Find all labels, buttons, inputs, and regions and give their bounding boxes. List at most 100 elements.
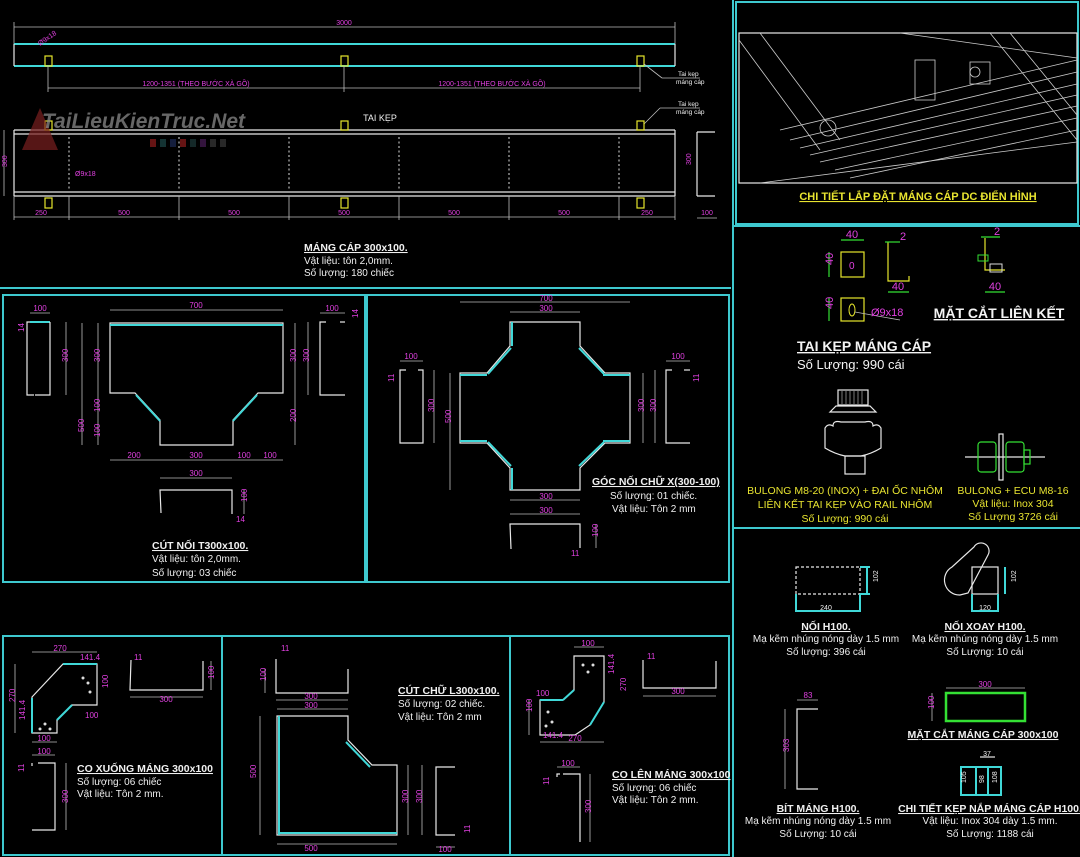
up-elbow-title: CO LÊN MÁNG 300x100 xyxy=(612,768,731,781)
l-elbow-title: CÚT CHỮ L300x100. xyxy=(398,684,500,697)
down-elbow-dim: 11 xyxy=(134,653,143,662)
tray-section-title: MẶT CẮT MÁNG CÁP 300x100 xyxy=(908,728,1059,741)
cross-dim: 11 xyxy=(571,549,580,558)
tee-dim: 300 xyxy=(189,451,203,460)
down-elbow-drawing: 270 141.4 270 141.4 100 100 100 300 100 … xyxy=(8,644,216,831)
tee-title: CÚT NỐI T300x100. xyxy=(152,538,248,552)
tee-dim: 700 xyxy=(189,301,203,310)
tee-quantity: Số lượng: 03 chiếc xyxy=(152,567,236,579)
section-dim-thk: 2 xyxy=(994,226,1000,238)
up-elbow-dim: 141.4 xyxy=(607,653,616,674)
up-elbow-dim: 100 xyxy=(525,698,534,712)
cable-tray-material: Vật liệu: tôn 2,0mm. xyxy=(304,256,393,267)
tee-dim: 14 xyxy=(351,309,360,318)
l-elbow-dim: 300 xyxy=(304,692,318,701)
dim-seg: 500 xyxy=(118,210,130,217)
clip-dim-h2: 40 xyxy=(824,297,836,309)
down-elbow-dim: 100 xyxy=(37,747,51,756)
cover-clip-dim-a: 105 xyxy=(961,771,968,783)
dim-spacing-1: 1200-1351 (THEO BƯỚC XÀ GỒ) xyxy=(142,78,249,88)
cross-drawing: 700 300 300 500 100 11 300 100 11 300 30… xyxy=(387,294,720,558)
tee-dim: 500 xyxy=(77,418,86,432)
tee-dim: 300 xyxy=(302,348,311,362)
end-cap-dim-h: 303 xyxy=(782,738,791,752)
l-elbow-quantity: Số lượng: 02 chiếc. xyxy=(398,698,485,710)
down-elbow-dim: 100 xyxy=(85,711,99,720)
cross-dim: 100 xyxy=(671,352,685,361)
tee-dim: 300 xyxy=(289,348,298,362)
dim-depth: 100 xyxy=(701,210,713,217)
clip-note-1a: Tai kẹp xyxy=(678,71,699,78)
joint-title: NỐI H100. xyxy=(801,619,851,633)
cross-dim: 700 xyxy=(539,294,553,303)
clip-dim-w: 40 xyxy=(846,229,858,241)
cross-dim: 300 xyxy=(539,304,553,313)
watermark-logo: TaiLieuKienTruc.Net xyxy=(22,108,246,150)
swivel-quantity: Số Lượng: 10 cái xyxy=(946,646,1023,658)
cross-dim: 100 xyxy=(591,523,600,537)
cover-clip-dim-top: 37 xyxy=(983,751,991,758)
up-elbow-dim: 141.4 xyxy=(543,731,564,740)
down-elbow-quantity: Số lượng: 06 chiếc xyxy=(77,776,161,788)
l-elbow-dim: 11 xyxy=(281,644,290,653)
install-detail-title: CHI TIẾT LẮP ĐẶT MÁNG CÁP DC ĐIỂN HÌNH xyxy=(799,190,1036,203)
l-elbow-dim: 300 xyxy=(304,701,318,710)
cross-dim: 300 xyxy=(539,506,553,515)
bolt-rail-drawing: BULONG M8-20 (INOX) + ĐAI ỐC NHÔM LIÊN K… xyxy=(747,389,943,525)
cross-material: Vật liệu: Tôn 2 mm xyxy=(612,504,696,515)
clip-dim-h: 40 xyxy=(824,253,836,265)
tee-dim: 100 xyxy=(325,304,339,313)
down-elbow-dim: 11 xyxy=(17,763,26,772)
l-elbow-material: Vật liệu: Tôn 2 mm xyxy=(398,712,482,723)
clip-title: TAI KẸP MÁNG CÁP xyxy=(797,338,931,354)
dim-end-left: 250 xyxy=(35,210,47,217)
down-elbow-dim: 270 xyxy=(53,644,67,653)
cable-tray-quantity: Số lượng: 180 chiếc xyxy=(304,267,394,279)
clip-dim-flange: 40 xyxy=(892,281,904,293)
up-elbow-dim: 270 xyxy=(568,734,582,743)
tray-section-dim-w: 300 xyxy=(978,680,992,689)
cross-dim: 300 xyxy=(427,398,436,412)
section-dim-w: 40 xyxy=(989,281,1001,293)
tee-dim: 100 xyxy=(33,304,47,313)
dim-end-right: 250 xyxy=(641,210,653,217)
tee-dim: 300 xyxy=(189,469,203,478)
up-elbow-dim: 11 xyxy=(542,776,551,785)
tee-dim: 200 xyxy=(127,451,141,460)
clip-note-2b: máng cáp xyxy=(676,109,705,116)
end-cap-drawing: 83 303 BÍT MÁNG H100. Mạ kẽm nhúng nóng … xyxy=(745,691,891,840)
cable-tray-drawing: 3000 Ø9x18 1200-1351 (THEO BƯỚC XÀ GỒ) 1… xyxy=(2,20,717,279)
l-elbow-dim: 500 xyxy=(304,844,318,853)
l-elbow-dim: 100 xyxy=(259,667,268,681)
down-elbow-title: CO XUỐNG MÁNG 300x100 xyxy=(77,761,213,775)
bolt-nut-quantity: Số Lượng 3726 cái xyxy=(968,511,1058,523)
tee-dim: 100 xyxy=(93,398,102,412)
down-elbow-dim: 300 xyxy=(159,695,173,704)
end-cap-finish: Mạ kẽm nhúng nóng dày 1.5 mm xyxy=(745,816,891,827)
cover-clip-dim-b: 98 xyxy=(979,775,986,783)
cover-clip-quantity: Số Lượng: 1188 cái xyxy=(946,828,1034,840)
cable-tray-title: MÁNG CÁP 300x100. xyxy=(304,241,408,254)
swivel-joint-drawing: 120 102 NỐI XOAY H100. Mạ kẽm nhúng nóng… xyxy=(912,542,1058,658)
l-elbow-dim: 500 xyxy=(249,764,258,778)
joint-finish: Mạ kẽm nhúng nóng dày 1.5 mm xyxy=(753,634,899,645)
cross-dim: 300 xyxy=(539,492,553,501)
up-elbow-dim: 100 xyxy=(536,689,550,698)
tee-dim: 100 xyxy=(93,423,102,437)
up-elbow-dim: 270 xyxy=(619,677,628,691)
l-elbow-dim: 300 xyxy=(415,789,424,803)
cover-clip-material: Vật liệu: Inox 304 dày 1.5 mm. xyxy=(922,816,1057,827)
down-elbow-dim: 100 xyxy=(101,674,110,688)
l-elbow-dim: 300 xyxy=(401,789,410,803)
bolt-nut-drawing: BULONG + ECU M8-16 Vật liệu: Inox 304 Số… xyxy=(957,433,1069,523)
l-elbow-dim: 11 xyxy=(463,824,472,833)
tee-dim: 14 xyxy=(236,515,245,524)
tray-section-drawing: 300 100 MẶT CẮT MÁNG CÁP 300x100 xyxy=(908,680,1059,741)
bolt-nut-line1: BULONG + ECU M8-16 xyxy=(957,485,1068,497)
dim-seg: 500 xyxy=(558,210,570,217)
install-detail-drawing: CHI TIẾT LẮP ĐẶT MÁNG CÁP DC ĐIỂN HÌNH xyxy=(738,32,1078,203)
end-cap-title: BÍT MÁNG H100. xyxy=(777,802,860,815)
tee-dim: 300 xyxy=(61,348,70,362)
